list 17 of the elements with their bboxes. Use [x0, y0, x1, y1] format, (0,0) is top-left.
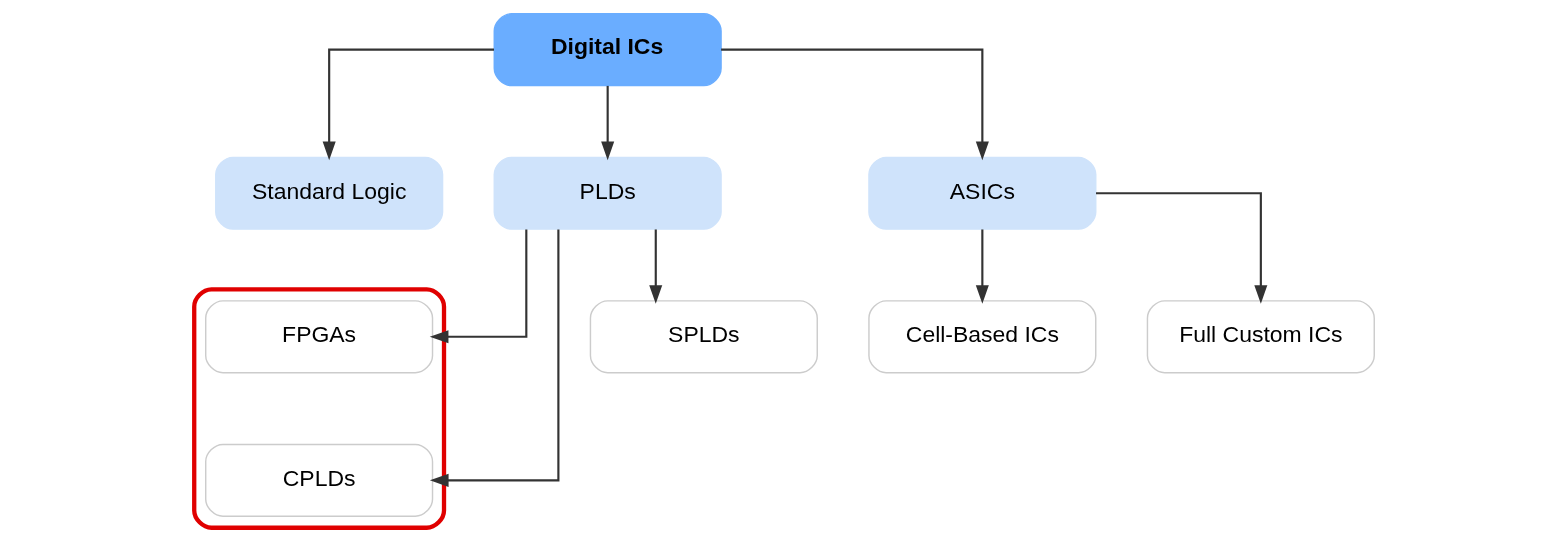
node-box: PLDs — [493, 156, 722, 230]
node-box: Full Custom ICs — [1146, 300, 1375, 374]
node-box: FPGAs — [205, 300, 434, 374]
arrow — [975, 229, 989, 304]
arrow — [429, 229, 528, 344]
node-box: Cell-Based ICs — [868, 300, 1097, 374]
node-box: CPLDs — [205, 443, 434, 517]
node-box: Digital ICs — [493, 13, 722, 87]
arrow — [322, 48, 494, 161]
node-box: Standard Logic — [215, 156, 444, 230]
node-box: ASICs — [868, 156, 1097, 230]
arrow — [601, 85, 615, 161]
arrow — [721, 48, 989, 161]
arrow — [429, 229, 560, 487]
arrow — [1096, 192, 1268, 304]
node-box: SPLDs — [589, 300, 818, 374]
arrow — [649, 229, 663, 304]
